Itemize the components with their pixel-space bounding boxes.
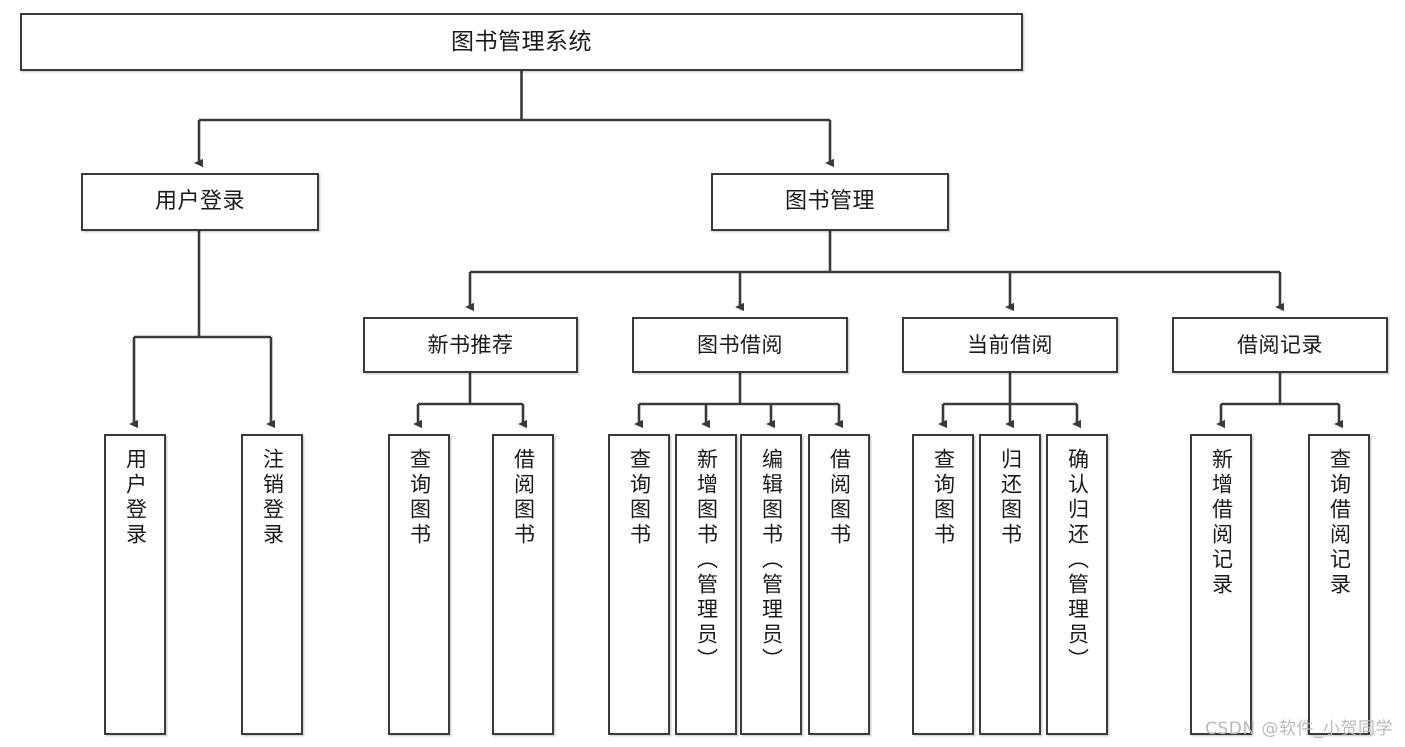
node-leaf-query-book-2[interactable]: 查询图书 bbox=[608, 434, 670, 735]
node-leaf-query-book-1-label: 查询图书 bbox=[407, 448, 432, 548]
node-leaf-query-book-1[interactable]: 查询图书 bbox=[388, 434, 450, 735]
node-current-borrow[interactable]: 当前借阅 bbox=[902, 317, 1118, 373]
node-leaf-query-book-3-label: 查询图书 bbox=[931, 448, 956, 548]
node-leaf-user-login-label: 用户登录 bbox=[123, 448, 148, 548]
node-leaf-user-login[interactable]: 用户登录 bbox=[104, 434, 166, 735]
node-current-borrow-label: 当前借阅 bbox=[967, 332, 1053, 357]
node-leaf-query-record[interactable]: 查询借阅记录 bbox=[1308, 434, 1370, 735]
node-leaf-query-record-label: 查询借阅记录 bbox=[1327, 448, 1352, 598]
node-leaf-query-book-3[interactable]: 查询图书 bbox=[912, 434, 974, 735]
node-root-system[interactable]: 图书管理系统 bbox=[20, 13, 1023, 71]
node-leaf-query-book-2-label: 查询图书 bbox=[627, 448, 652, 548]
node-book-management-label: 图书管理 bbox=[784, 189, 875, 214]
node-leaf-logout-label: 注销登录 bbox=[260, 448, 285, 548]
node-user-login[interactable]: 用户登录 bbox=[81, 173, 319, 231]
node-leaf-borrow-book-2-label: 借阅图书 bbox=[827, 448, 852, 548]
node-book-borrow[interactable]: 图书借阅 bbox=[632, 317, 848, 373]
node-leaf-edit-book[interactable]: 编辑图书（管理员） bbox=[740, 434, 802, 735]
node-borrow-record-label: 借阅记录 bbox=[1237, 332, 1323, 357]
node-leaf-return-book[interactable]: 归还图书 bbox=[979, 434, 1041, 735]
node-leaf-confirm-return[interactable]: 确认归还（管理员） bbox=[1046, 434, 1108, 735]
node-user-login-label: 用户登录 bbox=[154, 189, 245, 214]
node-book-borrow-label: 图书借阅 bbox=[697, 332, 783, 357]
node-new-book-recommend[interactable]: 新书推荐 bbox=[363, 317, 578, 373]
node-leaf-edit-book-label: 编辑图书（管理员） bbox=[759, 448, 784, 673]
node-leaf-add-book-label: 新增图书（管理员） bbox=[694, 448, 719, 673]
node-leaf-confirm-return-label: 确认归还（管理员） bbox=[1065, 448, 1090, 673]
node-leaf-borrow-book-1-label: 借阅图书 bbox=[511, 448, 536, 548]
node-leaf-add-book[interactable]: 新增图书（管理员） bbox=[675, 434, 737, 735]
node-leaf-add-record-label: 新增借阅记录 bbox=[1209, 448, 1234, 598]
node-leaf-logout[interactable]: 注销登录 bbox=[241, 434, 303, 735]
node-leaf-return-book-label: 归还图书 bbox=[998, 448, 1023, 548]
node-new-book-recommend-label: 新书推荐 bbox=[427, 332, 514, 357]
node-book-management[interactable]: 图书管理 bbox=[711, 173, 949, 231]
node-root-label: 图书管理系统 bbox=[451, 28, 592, 55]
node-leaf-borrow-book-2[interactable]: 借阅图书 bbox=[808, 434, 870, 735]
node-leaf-add-record[interactable]: 新增借阅记录 bbox=[1190, 434, 1252, 735]
node-borrow-record[interactable]: 借阅记录 bbox=[1172, 317, 1388, 373]
node-leaf-borrow-book-1[interactable]: 借阅图书 bbox=[492, 434, 554, 735]
